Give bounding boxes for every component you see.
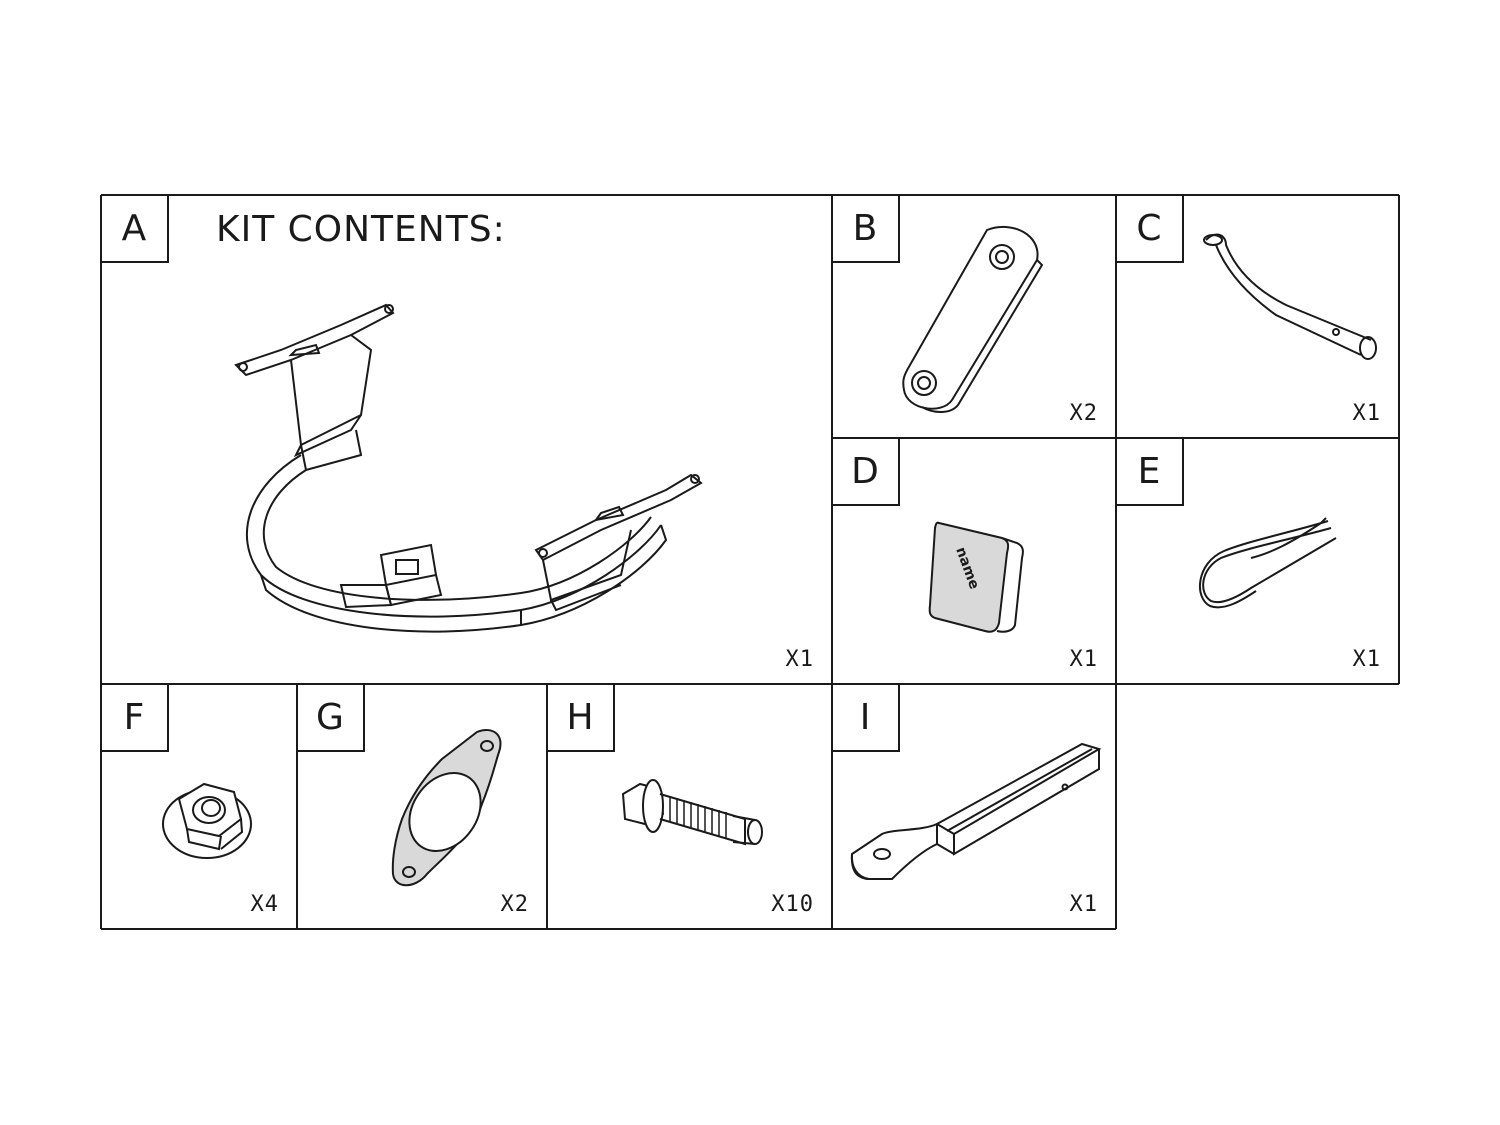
part-cell-i: I X1 <box>832 684 1116 929</box>
part-cell-c: C X1 <box>1116 195 1399 438</box>
part-letter: F <box>101 684 169 752</box>
part-letter: G <box>297 684 365 752</box>
part-cell-d: D name X1 <box>832 438 1116 684</box>
part-letter: H <box>547 684 615 752</box>
flange-nut-icon <box>162 782 252 859</box>
part-quantity: X2 <box>500 892 529 917</box>
receiver-cover-icon <box>928 521 1024 633</box>
part-quantity: X1 <box>1069 892 1098 917</box>
part-quantity: X10 <box>771 892 814 917</box>
part-quantity: X1 <box>1352 647 1381 672</box>
retaining-clip-icon <box>1198 517 1337 609</box>
part-cell-b: B X2 <box>832 195 1116 438</box>
part-cell-g: G X2 <box>297 684 547 929</box>
part-quantity: X1 <box>1069 647 1098 672</box>
part-quantity: X2 <box>1069 401 1098 426</box>
bolt-icon <box>621 779 763 846</box>
ball-mount-bar-icon <box>850 742 1102 880</box>
part-quantity: X1 <box>1352 401 1381 426</box>
part-letter: A <box>101 195 169 263</box>
part-quantity: X4 <box>250 892 279 917</box>
hitch-pin-icon <box>1203 233 1377 360</box>
part-cell-e: E X1 <box>1116 438 1399 684</box>
spacer-plate-icon <box>902 225 1044 413</box>
part-letter: B <box>832 195 900 263</box>
kit-contents-title: KIT CONTENTS: <box>216 209 506 250</box>
part-cell-f: F X4 <box>101 684 297 929</box>
part-cell-a: A KIT CONTENTS: X1 <box>101 195 832 684</box>
part-cell-h: H X10 <box>547 684 832 929</box>
part-quantity: X1 <box>785 647 814 672</box>
hitch-receiver-icon <box>234 303 703 633</box>
part-letter: E <box>1116 438 1184 506</box>
part-letter: D <box>832 438 900 506</box>
gasket-icon <box>391 729 502 887</box>
part-letter: C <box>1116 195 1184 263</box>
part-letter: I <box>832 684 900 752</box>
